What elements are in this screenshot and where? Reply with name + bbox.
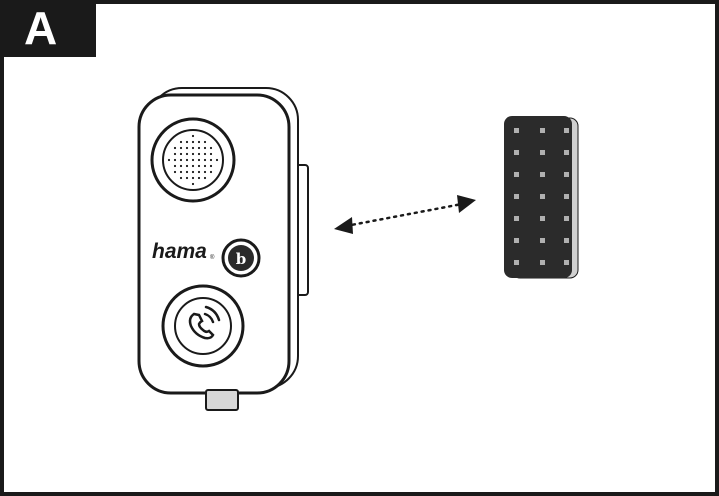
pad-dot — [540, 260, 545, 265]
speaker-hole — [203, 170, 207, 174]
brand-logo: hama — [152, 240, 207, 263]
phone-icon — [188, 305, 221, 340]
speaker-hole — [173, 146, 177, 150]
pad-dot — [564, 172, 569, 177]
pad-dot — [540, 216, 545, 221]
pad-dot — [514, 128, 519, 133]
button-b[interactable] — [228, 245, 254, 271]
speaker-hole — [185, 152, 189, 156]
pad-dot — [540, 238, 545, 243]
speaker-hole — [209, 158, 213, 162]
speaker-hole — [185, 146, 189, 150]
arrow-head-left — [334, 217, 353, 234]
connection-arrow-line — [344, 202, 464, 228]
speaker-hole — [179, 140, 183, 144]
pad-dot — [514, 216, 519, 221]
pad-dot — [540, 128, 545, 133]
speaker-hole — [197, 158, 201, 162]
panel-label: A — [0, 0, 96, 57]
speaker-hole — [203, 164, 207, 168]
speaker-hole — [197, 164, 201, 168]
pad-dot — [564, 260, 569, 265]
speaker-hole — [173, 152, 177, 156]
speaker-hole — [209, 152, 213, 156]
speaker-hole — [203, 176, 207, 180]
adhesive-pad — [504, 116, 572, 278]
speaker-hole — [185, 176, 189, 180]
pad-dot — [564, 128, 569, 133]
speaker-hole — [191, 146, 195, 150]
usb-connector — [205, 389, 239, 411]
pad-dot — [564, 150, 569, 155]
speaker-hole — [191, 170, 195, 174]
speaker-hole — [203, 140, 207, 144]
speaker-hole — [197, 146, 201, 150]
speaker-hole — [179, 146, 183, 150]
speaker-hole — [197, 140, 201, 144]
pad-dot — [540, 150, 545, 155]
speaker-hole — [191, 182, 195, 186]
pad-dot — [514, 194, 519, 199]
speaker-hole — [191, 152, 195, 156]
pad-dot — [540, 194, 545, 199]
speaker-hole — [191, 164, 195, 168]
speaker-hole — [191, 158, 195, 162]
button-b-label: b — [236, 250, 247, 268]
speaker-hole — [185, 140, 189, 144]
speaker-hole — [191, 176, 195, 180]
speaker-holes — [167, 134, 219, 186]
speaker-hole — [173, 164, 177, 168]
speaker-hole — [185, 164, 189, 168]
speaker-hole — [197, 152, 201, 156]
speaker-hole — [209, 170, 213, 174]
call-button[interactable] — [174, 297, 232, 355]
speaker-hole — [179, 152, 183, 156]
pad-dot — [514, 150, 519, 155]
speaker-hole — [203, 158, 207, 162]
speaker-hole — [167, 158, 171, 162]
speaker-hole — [209, 146, 213, 150]
pad-dot — [564, 238, 569, 243]
speaker-hole — [191, 140, 195, 144]
speaker-hole — [209, 164, 213, 168]
speaker-hole — [185, 158, 189, 162]
speaker-hole — [173, 170, 177, 174]
speaker-hole — [179, 158, 183, 162]
speaker-hole — [179, 164, 183, 168]
speaker-hole — [173, 158, 177, 162]
pad-dot — [564, 216, 569, 221]
pad-dot — [514, 238, 519, 243]
pad-dot — [514, 172, 519, 177]
speaker-hole — [215, 158, 219, 162]
speaker-hole — [197, 176, 201, 180]
adhesive-pad-dots — [514, 128, 569, 265]
speaker-hole — [203, 152, 207, 156]
speaker-hole — [185, 170, 189, 174]
arrow-head-right — [457, 195, 476, 213]
pad-dot — [564, 194, 569, 199]
speaker-hole — [197, 170, 201, 174]
speaker-hole — [203, 146, 207, 150]
speaker-hole — [191, 134, 195, 138]
pad-dot — [514, 260, 519, 265]
brand-registered-mark: ® — [210, 254, 215, 261]
speaker-hole — [179, 170, 183, 174]
speaker-hole — [179, 176, 183, 180]
pad-dot — [540, 172, 545, 177]
